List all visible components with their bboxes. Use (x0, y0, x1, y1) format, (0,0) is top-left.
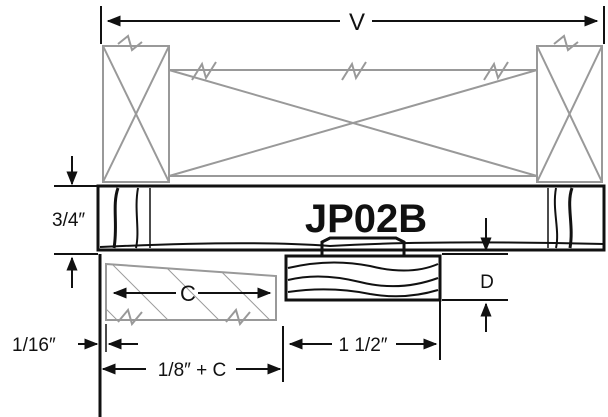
joist-dimension: 1 1/2″ (288, 300, 441, 360)
joist (284, 254, 442, 302)
c-block: C (105, 262, 277, 327)
v-label: V (349, 9, 365, 36)
depth-dimension: D (442, 218, 508, 332)
joist-width-label: 1 1/2″ (339, 335, 388, 356)
gap-dimension: 1/16″ 1/8″ + C (12, 254, 284, 417)
upper-framing (102, 34, 603, 183)
board: JP02B (96, 184, 606, 252)
thickness-dimension: 3/4″ (52, 156, 98, 288)
product-title: JP02B (305, 197, 427, 241)
depth-label: D (480, 272, 494, 293)
v-dimension: V (100, 6, 605, 44)
c-plus-label: 1/8″ + C (158, 360, 227, 381)
c-label: C (180, 281, 196, 306)
gap-label: 1/16″ (12, 335, 56, 356)
thickness-label: 3/4″ (52, 210, 85, 231)
